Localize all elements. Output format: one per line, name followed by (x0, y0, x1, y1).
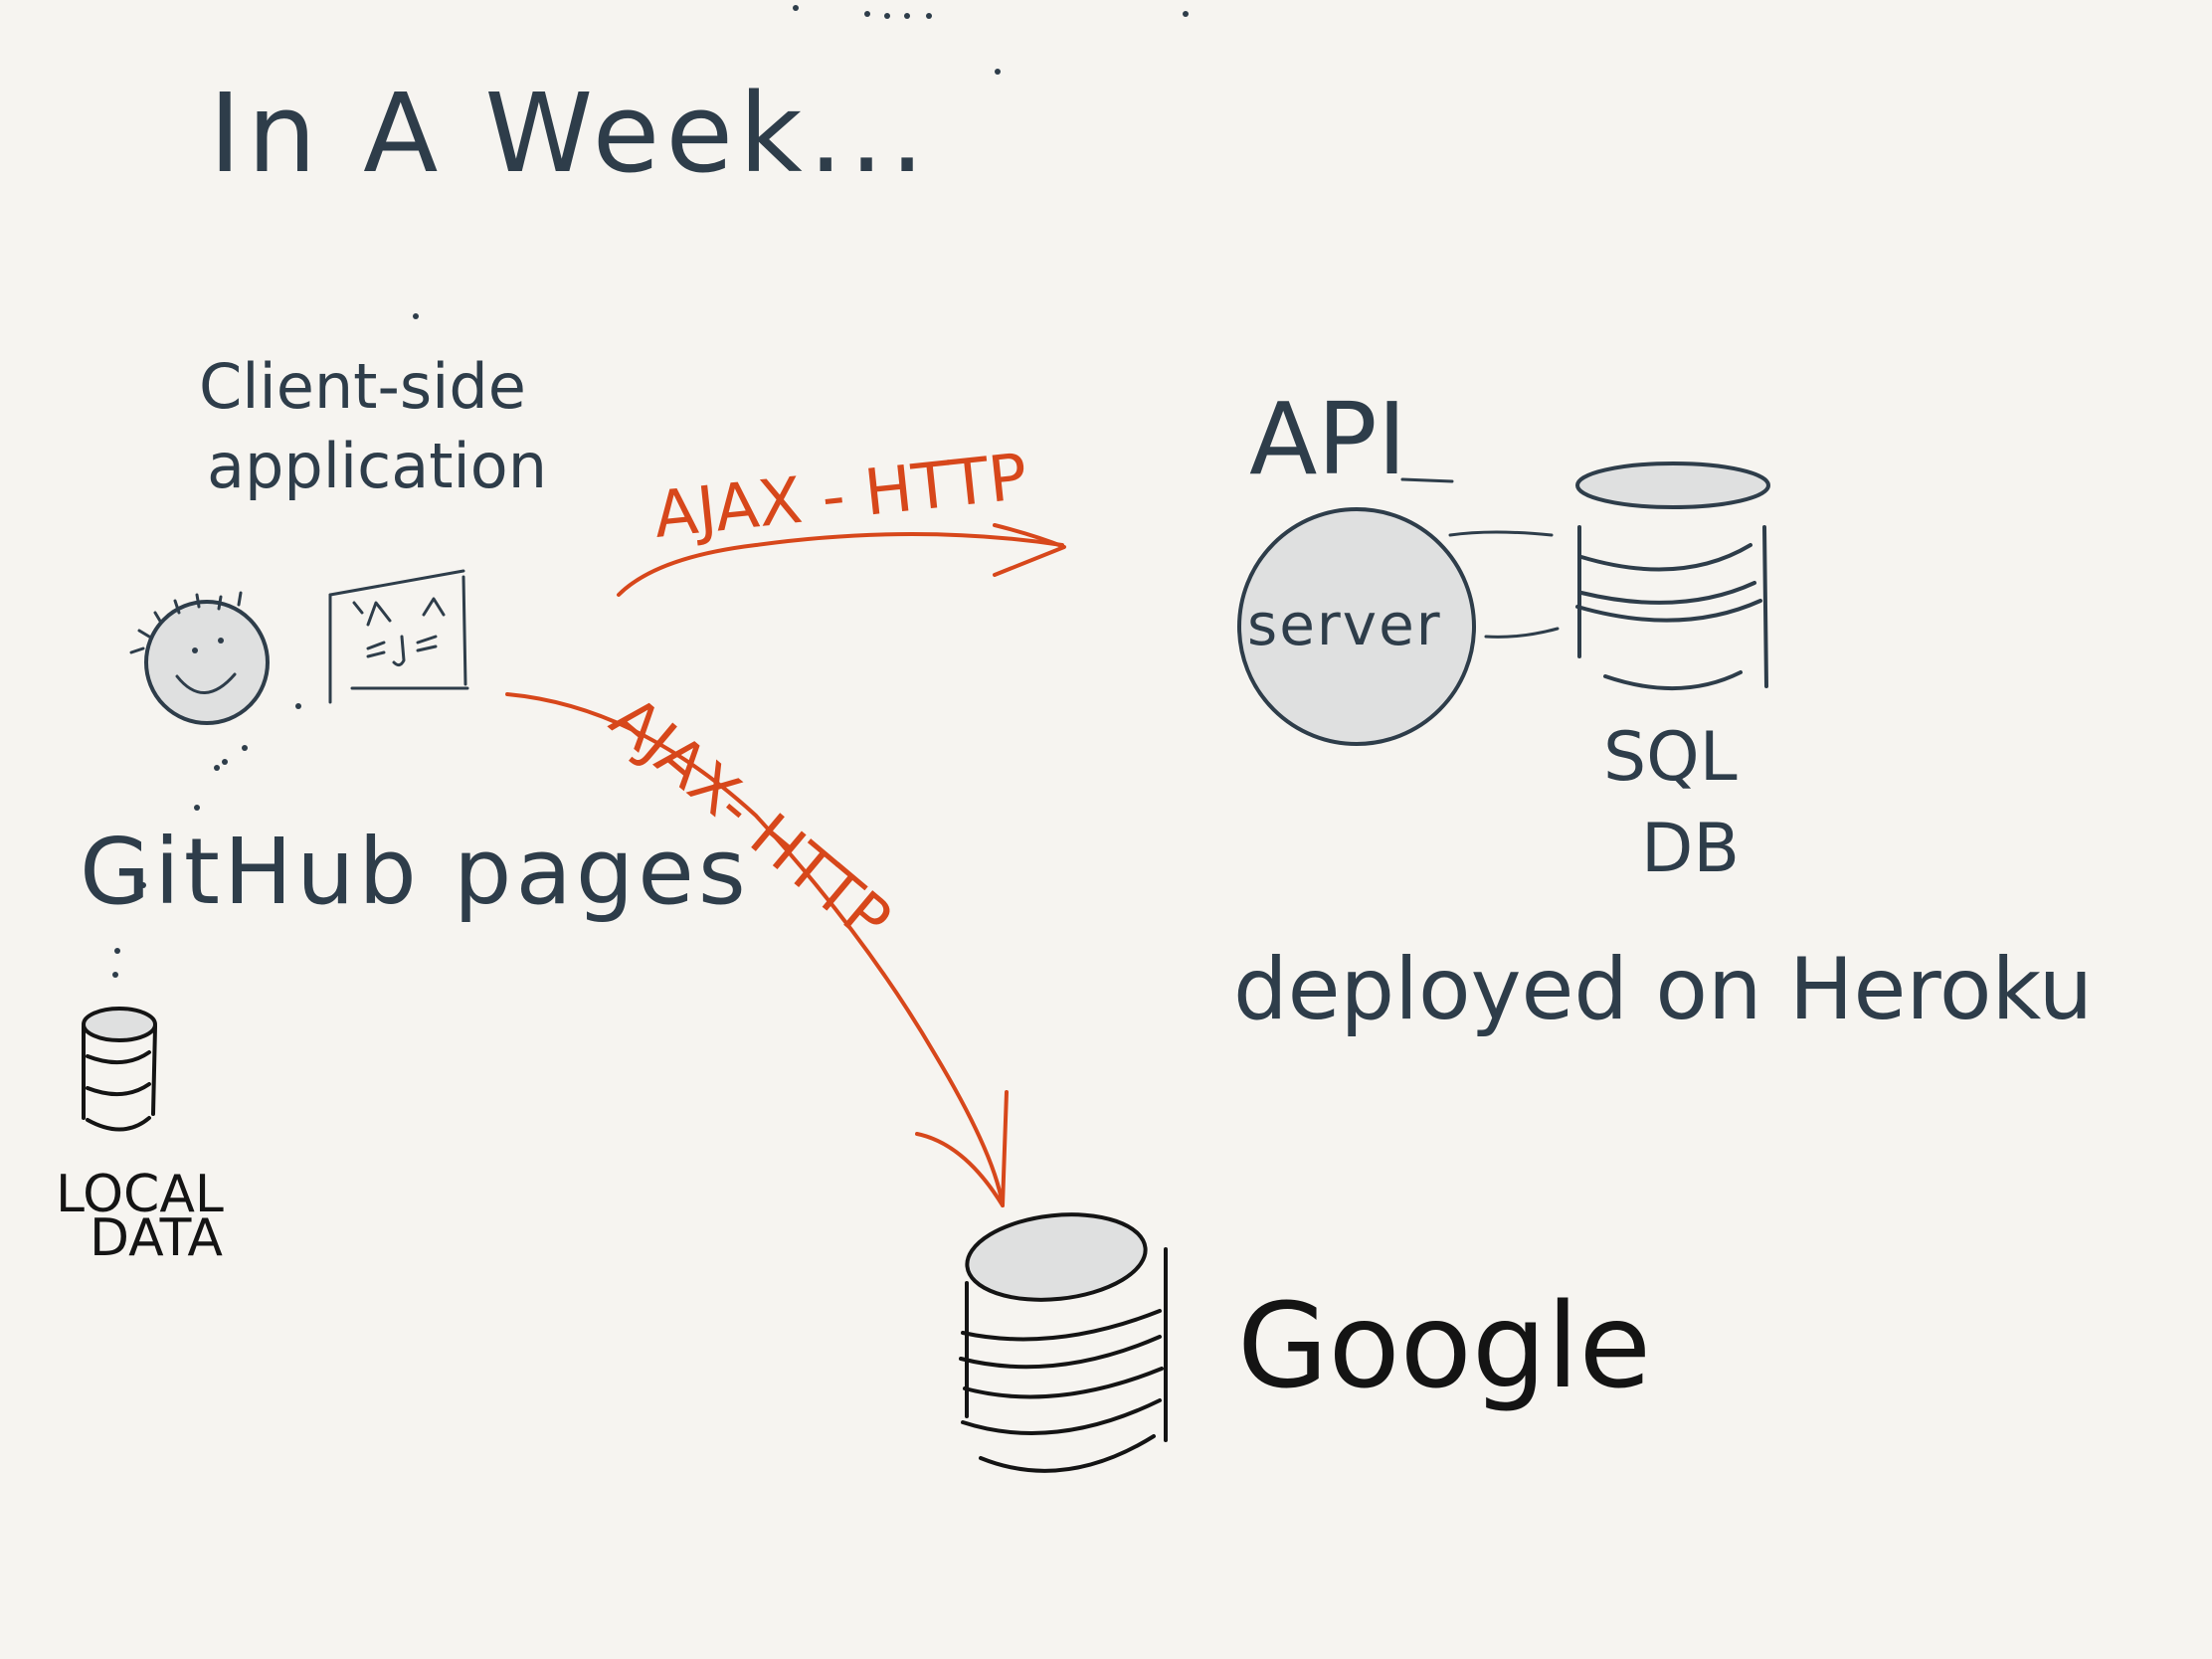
page-title: In A Week... (209, 70, 931, 197)
google-database-icon (959, 1212, 1168, 1473)
api-underline (1400, 477, 1454, 483)
api-label: API (1249, 381, 1406, 497)
local-data-label-line1: LOCAL (56, 1165, 224, 1224)
ajax-arrow-to-api (617, 523, 1066, 597)
sql-db-label-line1: SQL (1603, 718, 1738, 797)
github-octocat-icon (328, 569, 469, 704)
deploy-label: deployed on Heroku (1233, 940, 2093, 1039)
local-data-label-line2: DATA (90, 1208, 223, 1268)
ajax-arrow-to-google (505, 692, 1009, 1207)
client-label-line1: Client-side (199, 350, 526, 423)
server-icon (1237, 507, 1476, 746)
client-label-line2: application (207, 430, 547, 502)
local-data-database-icon (82, 1007, 157, 1132)
smiley-face-icon (129, 591, 270, 725)
github-pages-label: GitHub pages (80, 819, 750, 925)
sql-db-label-line2: DB (1641, 810, 1740, 888)
server-label: server (1247, 591, 1442, 658)
dotted-connector (112, 703, 301, 978)
google-label: Google (1237, 1277, 1651, 1414)
sql-database-icon (1575, 461, 1770, 690)
server-db-connector-top (1448, 530, 1554, 537)
server-db-connector-bottom (1484, 627, 1560, 639)
stray-dots (413, 5, 1189, 319)
